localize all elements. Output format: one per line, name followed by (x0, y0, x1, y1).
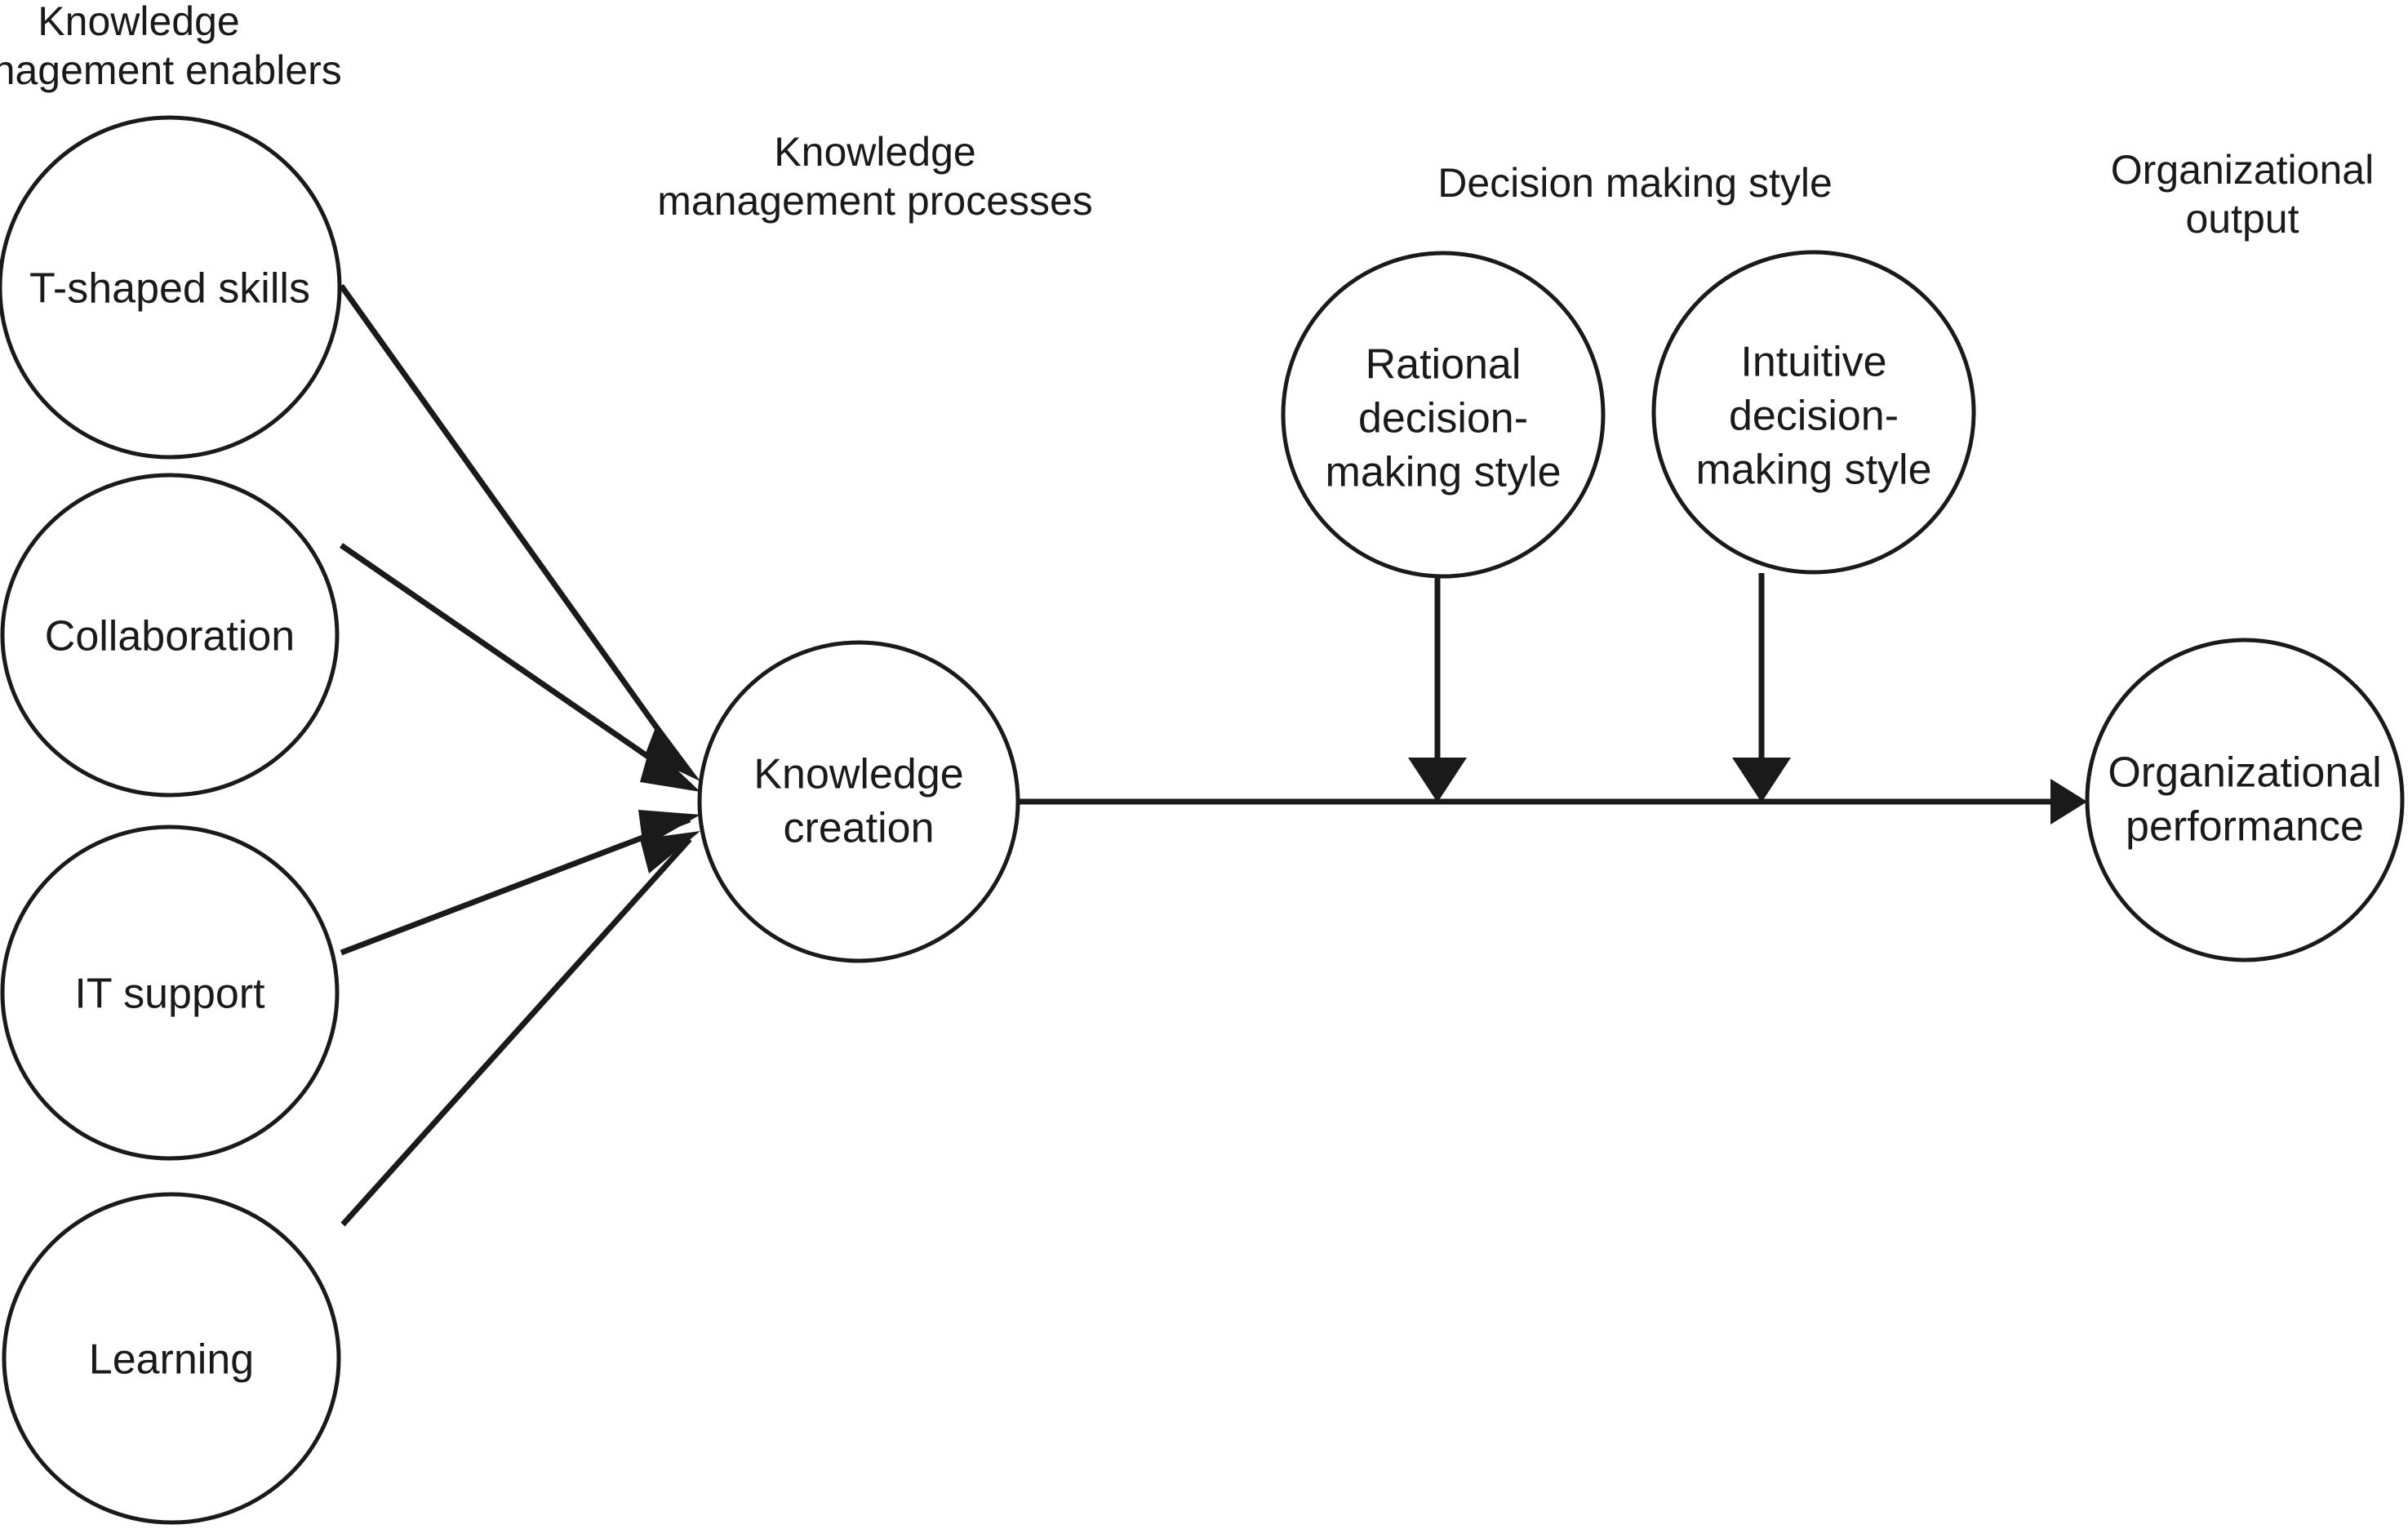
node-label-organizational-performance-line1: Organizational (2108, 749, 2381, 797)
arrow-head-icon (645, 723, 700, 781)
arrow-head-icon (640, 744, 700, 792)
connector-rational-to-link (1408, 574, 1467, 802)
node-label-organizational-performance-line2: performance (2126, 803, 2364, 851)
node-rational-style[interactable]: Rational decision- making style (1281, 251, 1606, 579)
node-label-rational-style-line1: Rational (1366, 341, 1522, 389)
connector-line (340, 816, 691, 956)
group-label-processes-line1: Knowledge (774, 129, 975, 175)
node-shape-circle[interactable] (2, 1192, 341, 1525)
node-label-rational-style-line2: decision- (1358, 395, 1528, 442)
connector-line (339, 283, 692, 776)
group-label-output: Organizational output (2111, 147, 2374, 242)
connector-line (340, 837, 692, 1227)
node-learning[interactable]: Learning (2, 1192, 341, 1525)
node-label-it-support: IT support (74, 971, 265, 1018)
group-label-processes-line2: management processes (657, 178, 1093, 224)
node-label-collaboration: Collaboration (45, 613, 295, 660)
node-label-rational-style-line3: making style (1326, 449, 1562, 496)
node-shape-circle[interactable] (1281, 251, 1606, 579)
connector-collaboration-to-creation (340, 543, 700, 792)
group-label-decision: Decision making style (1437, 160, 1833, 206)
node-it-support[interactable]: IT support (0, 825, 340, 1161)
node-label-intuitive-style-line1: Intuitive (1740, 339, 1886, 386)
node-shape-circle[interactable] (1651, 250, 1976, 575)
group-label-processes: Knowledge management processes (657, 129, 1093, 224)
group-label-decision-line1: Decision making style (1437, 160, 1833, 206)
node-label-learning: Learning (89, 1336, 254, 1384)
connector-creation-to-performance (1018, 779, 2087, 825)
group-label-output-line1: Organizational (2111, 147, 2374, 193)
node-label-intuitive-style-line3: making style (1696, 447, 1932, 494)
node-label-t-shaped-skills: T-shaped skills (29, 265, 310, 313)
node-label-knowledge-creation-line2: creation (784, 805, 935, 852)
group-label-enablers: Knowledge management enablers (0, 0, 342, 93)
group-label-enablers-line1: Knowledge (38, 0, 239, 44)
arrow-head-icon (1732, 758, 1791, 802)
arrow-head-icon (640, 831, 700, 873)
node-shape-circle[interactable] (0, 115, 342, 460)
node-shape-circle[interactable] (697, 640, 1020, 963)
node-label-intuitive-style-line2: decision- (1729, 393, 1899, 440)
group-label-enablers-line2: management enablers (0, 47, 342, 93)
node-shape-circle[interactable] (0, 473, 340, 798)
node-collaboration[interactable]: Collaboration (0, 473, 340, 798)
node-shape-circle[interactable] (2085, 638, 2405, 962)
node-label-knowledge-creation-line1: Knowledge (753, 751, 963, 798)
connector-t-shaped-to-creation (339, 283, 700, 781)
group-label-output-line2: output (2185, 196, 2299, 242)
node-shape-circle[interactable] (0, 825, 340, 1161)
connector-line (340, 543, 691, 788)
node-t-shaped-skills[interactable]: T-shaped skills (0, 115, 342, 460)
connector-intuitive-to-link (1732, 573, 1791, 802)
arrow-head-icon (2050, 779, 2087, 825)
node-intuitive-style[interactable]: Intuitive decision- making style (1651, 250, 1976, 575)
connector-learning-to-creation (340, 831, 700, 1227)
arrow-head-icon (1408, 758, 1467, 802)
node-organizational-performance[interactable]: Organizational performance (2085, 638, 2405, 962)
connector-it-support-to-creation (340, 810, 700, 956)
node-knowledge-creation[interactable]: Knowledge creation (697, 640, 1020, 963)
